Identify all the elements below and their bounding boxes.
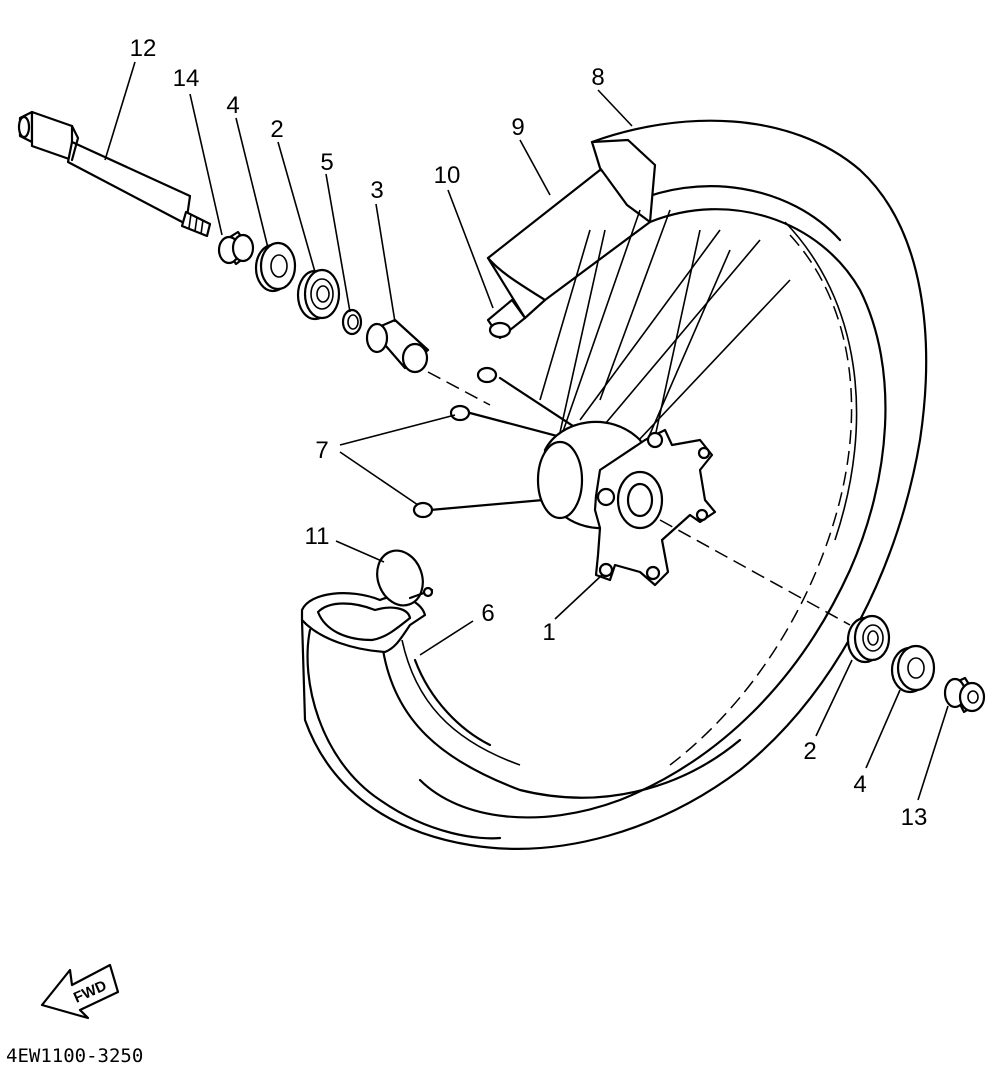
drawing-code: 4EW1100-3250 [6, 1045, 143, 1067]
spoke-nipple [476, 366, 498, 384]
label-part-2: 2 [270, 116, 283, 143]
left-collar [217, 230, 255, 266]
label-part-11: 11 [305, 523, 330, 550]
axis-centerline [427, 371, 491, 406]
label-part-6: 6 [481, 600, 494, 627]
rim-band-section [486, 138, 657, 320]
spoke-nipple [412, 501, 434, 519]
label-part-9: 9 [511, 114, 524, 141]
label-part-13: 13 [901, 804, 928, 831]
left-bearing [296, 268, 341, 321]
axis-centerline [659, 519, 851, 626]
rim-lock-part [376, 549, 434, 607]
fwd-arrow-icon [40, 963, 120, 1020]
axle [17, 110, 212, 238]
hub [536, 420, 717, 587]
spacer [365, 318, 430, 374]
right-collar [943, 676, 986, 714]
label-part-14: 14 [173, 65, 200, 92]
right-oil-seal [890, 644, 936, 694]
wheel-rim-and-tire [300, 119, 928, 850]
left-oil-seal [254, 241, 297, 293]
label-part-3: 3 [370, 177, 383, 204]
circlip [341, 308, 363, 336]
label-part-1: 1 [542, 619, 555, 646]
label-part-8: 8 [591, 64, 604, 91]
leader-lines [104, 61, 949, 801]
label-part-10: 10 [434, 162, 461, 189]
label-part-12: 12 [130, 35, 157, 62]
part-number-labels: 12 14 4 2 5 3 10 9 8 7 11 6 1 2 4 13 [130, 35, 928, 831]
forward-direction-arrow: FWD [40, 963, 120, 1020]
right-bearing [846, 614, 891, 664]
label-part-2-right: 2 [803, 738, 816, 765]
label-part-4: 4 [226, 92, 239, 119]
label-part-5: 5 [320, 149, 333, 176]
spoke-nipple [449, 404, 471, 422]
label-part-7: 7 [315, 437, 328, 464]
tube-section [300, 592, 427, 654]
valve-part [486, 298, 527, 340]
label-part-4-right: 4 [853, 771, 866, 798]
